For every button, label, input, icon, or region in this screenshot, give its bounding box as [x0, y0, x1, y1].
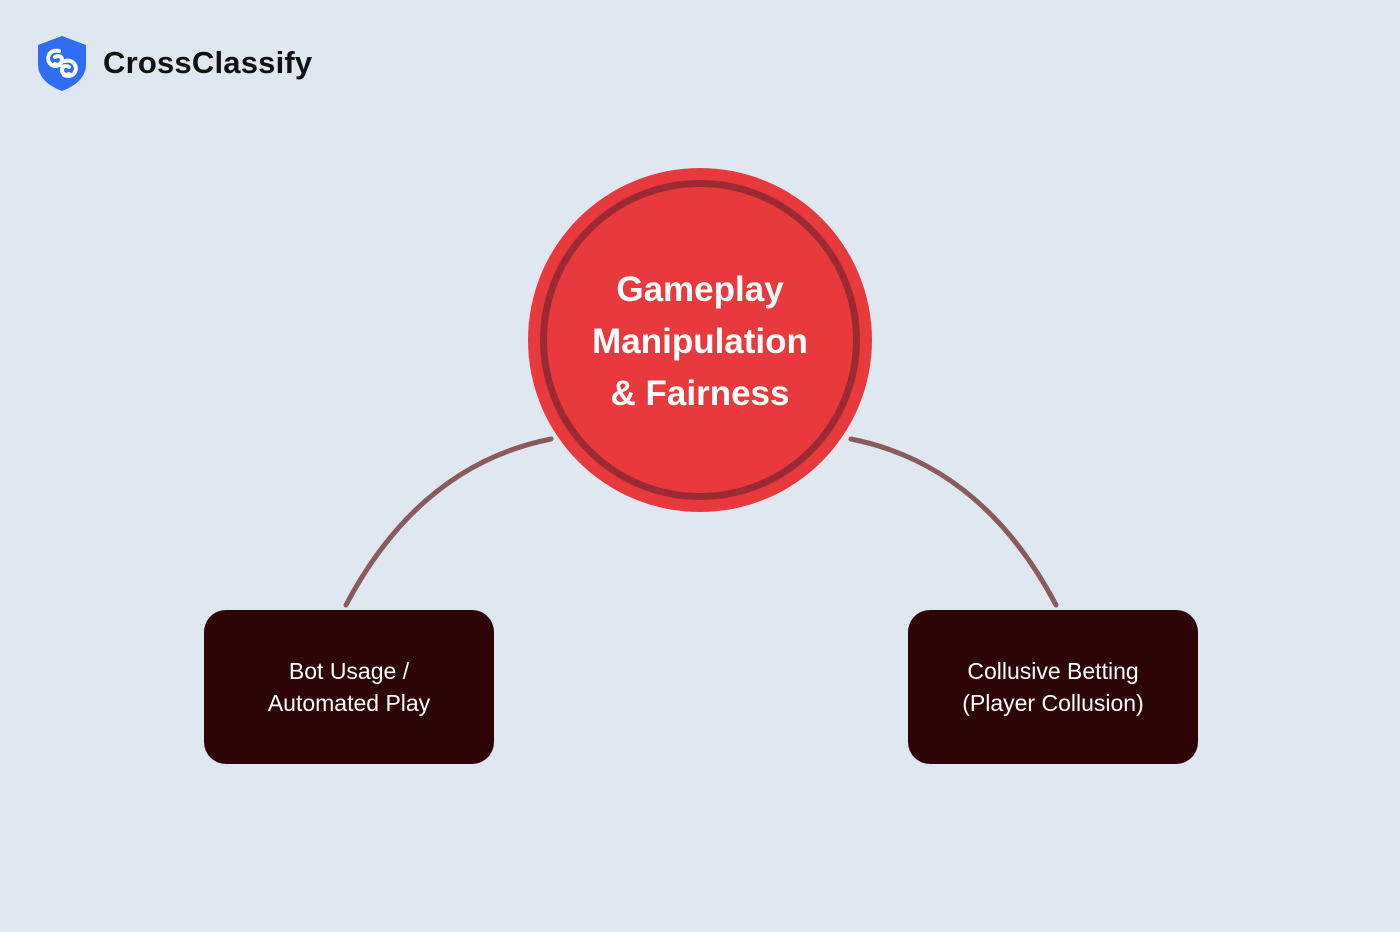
brand-logo[interactable]: CrossClassify — [34, 34, 312, 92]
brand-name: CrossClassify — [103, 45, 313, 80]
node-collusive-betting: Collusive Betting (Player Collusion) — [908, 610, 1198, 764]
connector-right — [848, 436, 1059, 608]
node-label-line: Bot Usage / — [288, 658, 410, 684]
connector-left — [343, 436, 554, 608]
node-label-line: Automated Play — [267, 690, 431, 716]
node-label-line: (Player Collusion) — [962, 690, 1144, 716]
node-bot-usage: Bot Usage / Automated Play — [204, 610, 494, 764]
center-label-line: Gameplay — [616, 270, 784, 309]
node-label-line: Collusive Betting — [967, 658, 1139, 684]
center-node-label: Gameplay Manipulation & Fairness — [528, 264, 872, 420]
shield-link-icon — [38, 36, 86, 91]
center-node-ring — [540, 180, 860, 500]
center-label-line: & Fairness — [610, 374, 790, 413]
center-label-line: Manipulation — [592, 322, 808, 361]
center-node: Gameplay Manipulation & Fairness — [528, 168, 872, 512]
